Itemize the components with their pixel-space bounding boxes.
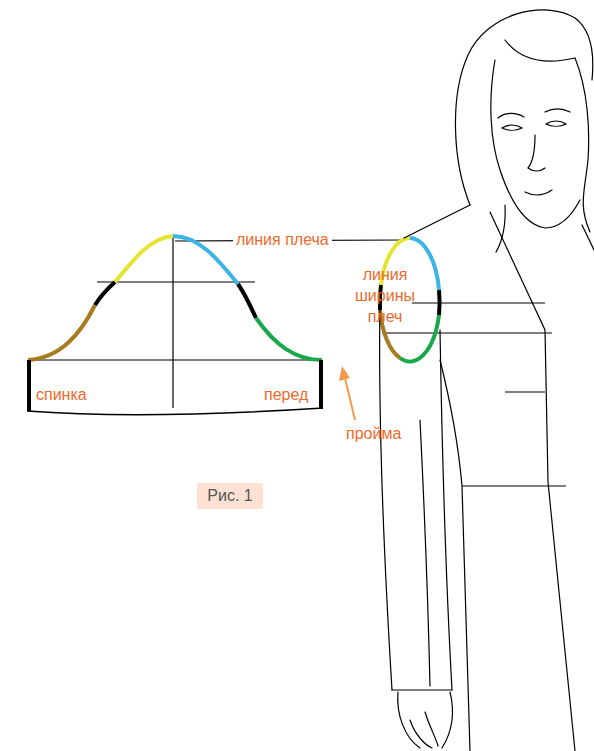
part-label: спинка: [36, 385, 87, 406]
sleeve-base: [27, 360, 323, 415]
line-label: линия ширины плеч: [350, 265, 420, 327]
sleeve-cap: [28, 236, 322, 360]
callout-label: пройма: [346, 424, 401, 445]
part-label: перед: [264, 385, 308, 406]
woman-figure: [380, 10, 594, 751]
figure-caption-box: Рис. 1: [197, 483, 263, 509]
construction-lines: [28, 236, 566, 486]
figure-caption: Рис. 1: [207, 487, 252, 505]
line-label: линия плеча: [233, 230, 332, 251]
armhole-arrow: [339, 366, 355, 420]
